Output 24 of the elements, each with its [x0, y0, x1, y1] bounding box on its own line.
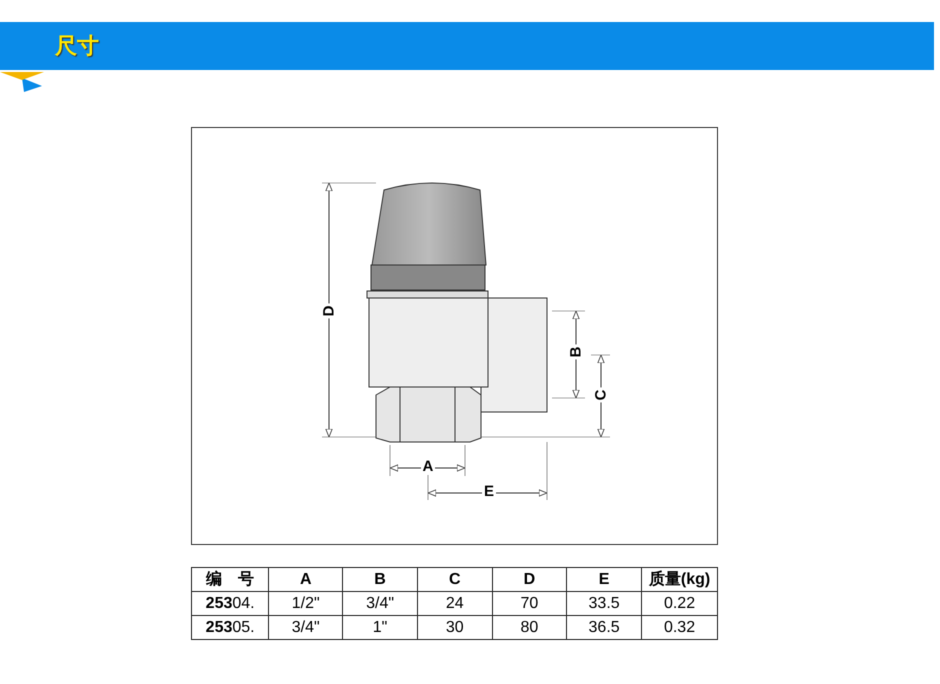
header-cell: A — [268, 568, 343, 592]
header-cell: D — [492, 568, 567, 592]
table-cell: 70 — [492, 592, 567, 616]
table-cell: 24 — [417, 592, 492, 616]
dimension-label: A — [420, 459, 436, 475]
table-cell: 36.5 — [566, 616, 642, 640]
table-cell: 25304. — [192, 592, 269, 616]
table-cell: 30 — [417, 616, 492, 640]
table-cell: 33.5 — [566, 592, 642, 616]
table-cell: 0.22 — [642, 592, 718, 616]
table-cell: 3/4" — [268, 616, 343, 640]
header-cell: C — [417, 568, 492, 592]
section-title: 尺寸 — [55, 32, 99, 60]
table-cell: 80 — [492, 616, 567, 640]
dimension-label: C — [592, 388, 609, 402]
header-cell: 质量(kg) — [642, 568, 718, 592]
header-cell: E — [566, 568, 642, 592]
table-cell: 25305. — [192, 616, 269, 640]
header-cell: B — [342, 568, 418, 592]
table-cell: 1" — [342, 616, 418, 640]
table-cell: 0.32 — [642, 616, 718, 640]
table-cell: 3/4" — [342, 592, 418, 616]
table-cell: 1/2" — [268, 592, 343, 616]
header-cell: 编 号 — [192, 568, 269, 592]
